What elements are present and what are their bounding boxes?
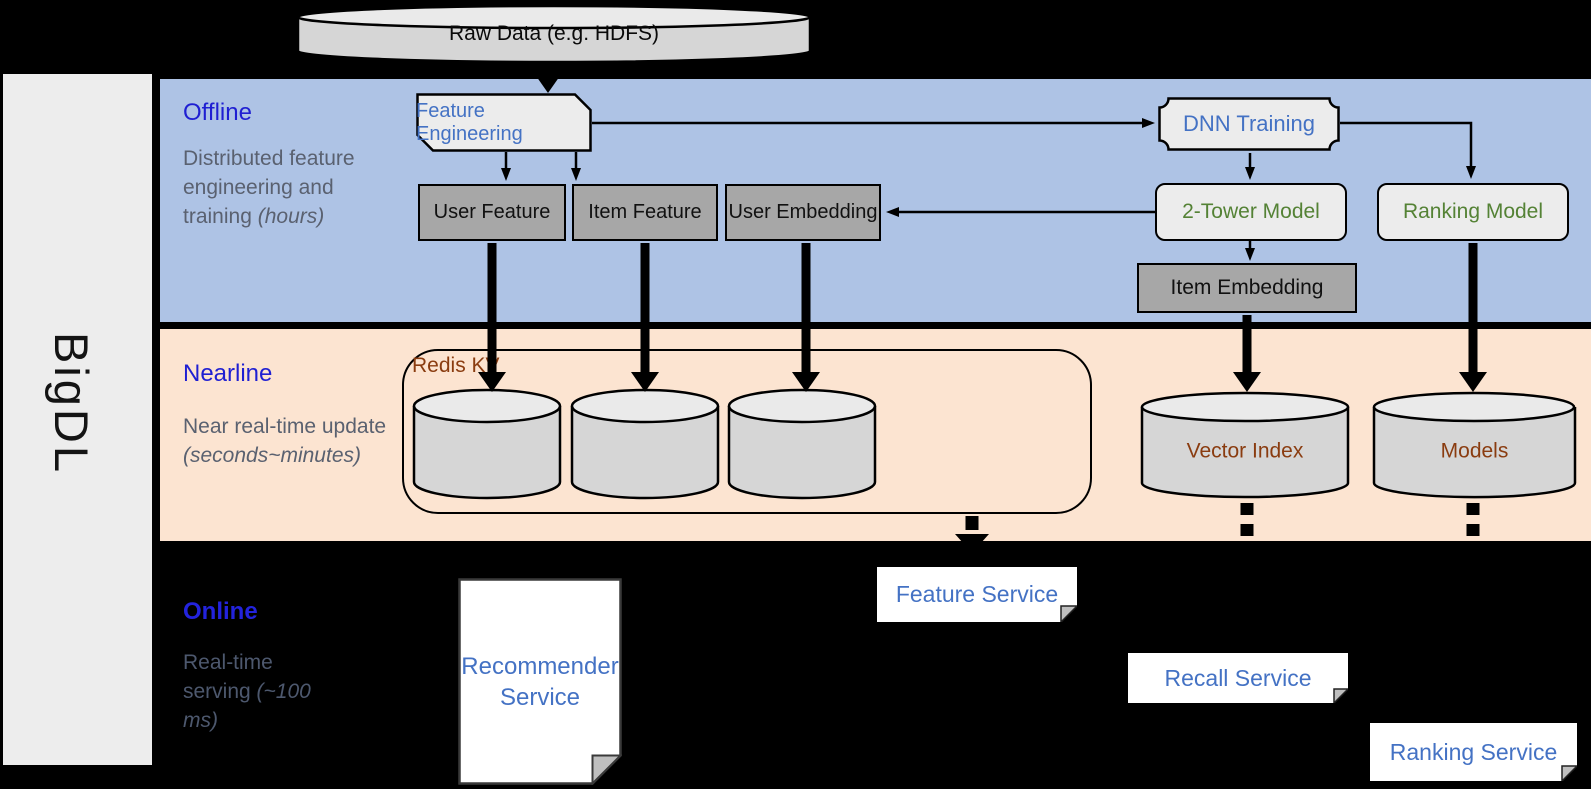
feature-service-label: Feature Service [895,581,1059,607]
recommender-service-card: Recommender Service [458,578,623,786]
nearline-description: Near real-time update (seconds~minutes) [183,412,398,470]
item-feature-node: Item Feature [572,184,718,241]
cylinder-shape [296,4,812,64]
redis-cylinder-1 [412,388,562,505]
dnn-training-node: DNN Training [1158,97,1340,151]
nearline-description-text: Near real-time update [183,415,387,438]
ranking-service-label: Ranking Service [1389,738,1558,765]
online-description-text: Real-time serving [183,651,273,703]
offline-duration: (hours) [257,205,325,228]
redis-kv-container [402,349,1092,514]
bigdl-sidebar [3,74,152,765]
offline-title: Offline [183,99,252,126]
cut-corner-shape [416,93,592,152]
bigdl-logo: BigDL [45,332,98,476]
plaque-shape [1158,97,1340,151]
user-embedding-node: User Embedding [725,184,881,241]
vector-index-label: Vector Index [1186,439,1304,463]
online-description: Real-time serving (~100 ms) [183,648,315,735]
redis-kv-label: Redis KV [412,354,500,377]
online-title: Online [183,598,258,625]
raw-data-label: Raw Data (e.g. HDFS) [448,22,660,45]
user-feature-node: User Feature [418,184,566,241]
nearline-duration: (seconds~minutes) [183,444,361,467]
card-shape [1128,653,1350,705]
recommender-service-label: Recommender Service [461,652,619,711]
document-shape [458,578,623,786]
offline-description-text: Distributed feature engineering and trai… [183,147,355,228]
models-store: Models [1372,391,1577,504]
feature-engineering-label: Feature Engineering [416,99,523,145]
online-duration: (~100 ms) [183,680,311,732]
recall-service-label: Recall Service [1164,664,1312,691]
ranking-service-card: Ranking Service [1370,723,1579,783]
feature-engineering-node: Feature Engineering [416,93,592,152]
two-tower-model-node: 2-Tower Model [1155,183,1347,241]
raw-data-store [296,4,812,71]
item-embedding-node: Item Embedding [1137,263,1357,313]
recall-service-card: Recall Service [1128,653,1350,705]
ranking-model-node: Ranking Model [1377,183,1569,241]
redis-cylinder-2 [570,388,720,505]
feature-service-card: Feature Service [877,567,1079,624]
offline-description: Distributed feature engineering and trai… [183,144,361,231]
card-shape [877,567,1079,624]
nearline-title: Nearline [183,360,273,387]
models-label: Models [1440,439,1509,463]
card-shape [1370,723,1579,783]
vector-index-store: Vector Index [1140,391,1350,504]
dnn-training-label: DNN Training [1182,111,1316,136]
